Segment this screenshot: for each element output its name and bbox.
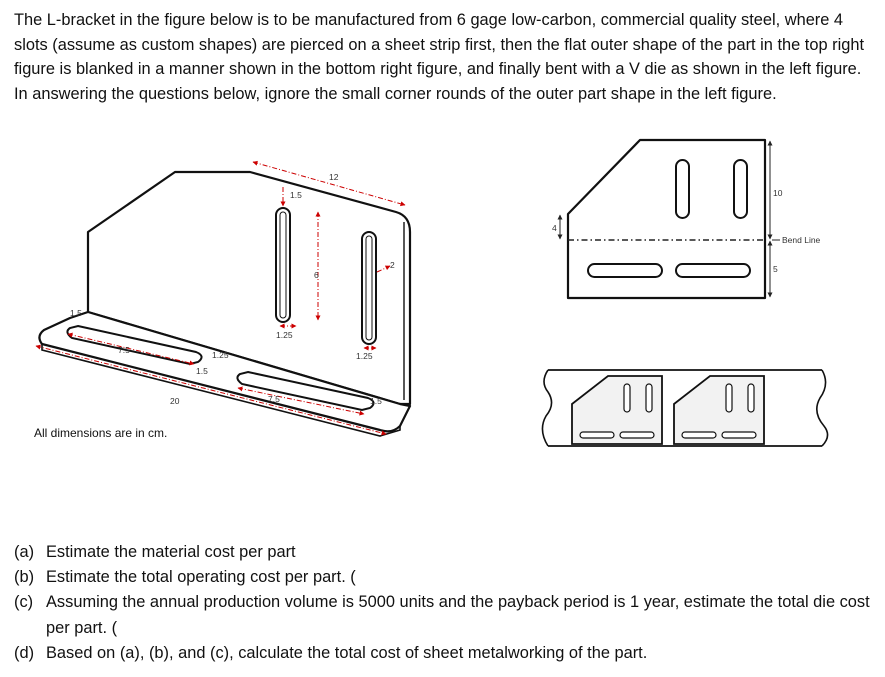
strip-blank-1: [571, 375, 663, 445]
dim-label-20: 20: [170, 396, 180, 406]
l-bracket-drawing: 12 1.5 6 2 1.25 1.25 1.5 7.5 1.25 1.5 7.…: [35, 160, 412, 437]
strip-blank-2: [673, 375, 765, 445]
problem-intro-text: The L-bracket in the figure below is to …: [14, 11, 865, 103]
dim-label-1-5-top: 1.5: [290, 190, 302, 200]
units-note: All dimensions are in cm.: [34, 426, 168, 440]
flat-blank-drawing: 10 4 5 Bend Line: [552, 138, 821, 300]
dim-label-4: 4: [552, 223, 557, 233]
question-text: Estimate the material cost per part: [46, 543, 296, 561]
bracket-dimension-lines: [35, 160, 406, 436]
dim-label-7-5-right: 7.5: [268, 394, 280, 404]
question-list: (a) Estimate the material cost per part …: [14, 540, 874, 666]
question-tag: (c): [14, 593, 34, 612]
dim-label-1-5-right: 1.5: [370, 396, 382, 406]
vertical-slot-left: [275, 207, 291, 323]
dim-label-1-25-a: 1.25: [276, 330, 293, 340]
dim-label-1-5-mid: 1.5: [196, 366, 208, 376]
dim-label-6: 6: [314, 270, 319, 280]
question-tag: (a): [14, 543, 35, 561]
question-text: Estimate the total operating cost per pa…: [46, 568, 356, 587]
question-text: Assuming the annual production volume is…: [46, 593, 870, 637]
flat-slot-lower-right: [675, 263, 751, 278]
problem-statement: The L-bracket in the figure below is to …: [14, 8, 876, 106]
flat-dimension-lines: [557, 140, 780, 298]
dim-label-5: 5: [773, 264, 778, 274]
question-text: Based on (a), (b), and (c), calculate th…: [46, 643, 648, 662]
strip-break-right: [816, 369, 829, 447]
dim-label-7-5-left: 7.5: [118, 345, 130, 355]
strip-break-left: [541, 369, 553, 447]
vertical-slot-right: [361, 231, 377, 345]
flat-blank-outline: [566, 138, 767, 300]
bend-line-label: Bend Line: [782, 235, 821, 245]
strip-layout-drawing: [541, 369, 829, 447]
dim-label-1-25-b: 1.25: [356, 351, 373, 361]
dim-label-10: 10: [773, 188, 783, 198]
question-d: (d) Based on (a), (b), and (c), calculat…: [14, 641, 874, 666]
dim-label-2: 2: [390, 260, 395, 270]
flat-slot-lower-left: [587, 263, 663, 278]
dim-label-12: 12: [329, 172, 339, 182]
question-tag: (d): [14, 643, 35, 662]
flat-slot-upper-left: [675, 159, 690, 219]
question-a: (a) Estimate the material cost per part: [14, 540, 874, 565]
flat-slot-upper-right: [733, 159, 748, 219]
dim-label-1-5-left: 1.5: [70, 308, 82, 318]
question-c: (c) Assuming the annual production volum…: [14, 590, 874, 640]
flange-thickness-edge: [403, 222, 411, 404]
dim-label-1-25-horiz: 1.25: [212, 350, 229, 360]
question-b: (b) Estimate the total operating cost pe…: [14, 565, 874, 590]
question-tag: (b): [14, 568, 35, 587]
